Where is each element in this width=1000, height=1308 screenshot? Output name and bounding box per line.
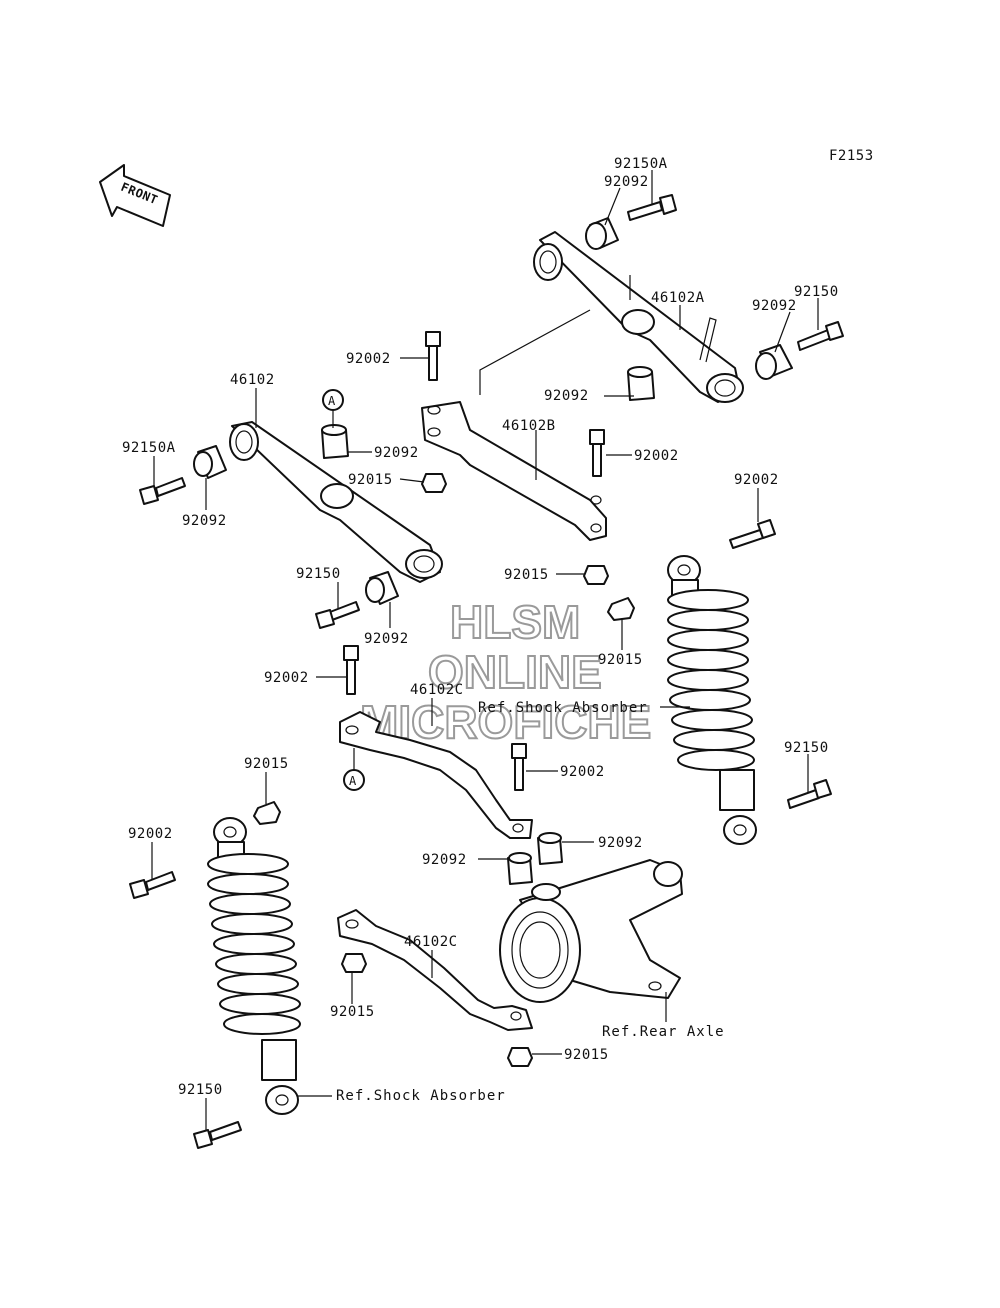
- label-92092-b: 92092: [374, 445, 419, 461]
- label-92002-c: 92002: [734, 472, 779, 488]
- nut-92015-d: [253, 801, 281, 825]
- label-46102: 46102: [230, 372, 275, 388]
- callout-a-top-text: A: [328, 394, 336, 408]
- front-arrow-icon: FRONT: [99, 164, 171, 227]
- bolt-92150-right: [797, 321, 844, 351]
- bracket-46102C-bottom: [337, 909, 533, 1031]
- bolt-92150-ls: [193, 1121, 242, 1149]
- shock-absorber-left: [207, 817, 301, 1115]
- figure-code: F2153: [829, 148, 874, 164]
- watermark: HLSM ONLINE MICROFICHE: [359, 595, 652, 749]
- label-92092-top: 92092: [604, 174, 649, 190]
- bolt-92150A-top: [627, 194, 677, 221]
- bolt-92002-f: [129, 871, 176, 899]
- label-92015-d: 92015: [244, 756, 289, 772]
- bolt-92150-rs: [787, 779, 832, 809]
- label-92002-d: 92002: [264, 670, 309, 686]
- bushing-92092-right: [755, 344, 793, 380]
- bushing-92092-left: [193, 445, 227, 479]
- ref-rear-axle: Ref.Rear Axle: [602, 1024, 725, 1040]
- label-92015-e: 92015: [330, 1004, 375, 1020]
- label-92150-mid: 92150: [296, 566, 341, 582]
- bushing-92092-e: [537, 832, 563, 865]
- arm-46102A: [533, 231, 744, 403]
- label-46102A: 46102A: [651, 290, 705, 306]
- ref-shock-absorber-right: Ref.Shock Absorber: [478, 700, 648, 716]
- label-92150A-top: 92150A: [614, 156, 668, 172]
- nut-92015-a: [421, 473, 447, 493]
- label-92015-f: 92015: [564, 1047, 609, 1063]
- bolt-92150A-left: [139, 477, 186, 505]
- bolt-92002-c: [729, 519, 776, 549]
- label-92092-d: 92092: [422, 852, 467, 868]
- nut-92015-e: [341, 953, 367, 973]
- bushing-92092-top: [585, 217, 619, 250]
- watermark-line-1: HLSM: [450, 596, 580, 648]
- label-92002-f: 92002: [128, 826, 173, 842]
- bolt-92002-d: [343, 645, 359, 695]
- nut-92015-f: [507, 1047, 533, 1067]
- bolt-92002-b: [589, 429, 605, 477]
- label-46102C-bottom: 46102C: [404, 934, 458, 950]
- label-92150-ls: 92150: [178, 1082, 223, 1098]
- bracket-46102C-top: [339, 711, 533, 839]
- label-92015-b: 92015: [504, 567, 549, 583]
- label-92092-mid: 92092: [544, 388, 589, 404]
- label-92150-rs: 92150: [784, 740, 829, 756]
- label-46102C-top: 46102C: [410, 682, 464, 698]
- spring-right: [667, 589, 755, 771]
- label-92150A-left: 92150A: [122, 440, 176, 456]
- ref-shock-absorber-left: Ref.Shock Absorber: [336, 1088, 506, 1104]
- label-92015-c: 92015: [598, 652, 643, 668]
- nut-92015-b: [583, 565, 609, 585]
- bushing-92092-mid: [321, 424, 349, 459]
- label-92092-c: 92092: [364, 631, 409, 647]
- shock-absorber-right: [667, 555, 757, 845]
- callout-a-top: A: [322, 389, 344, 428]
- label-92015-a: 92015: [348, 472, 393, 488]
- label-92002-b: 92002: [634, 448, 679, 464]
- label-92092-left: 92092: [182, 513, 227, 529]
- bushing-92092-under-arm: [627, 366, 655, 401]
- watermark-line-2: ONLINE: [428, 646, 602, 698]
- bolt-92150-mid: [315, 601, 360, 629]
- callout-a-bottom-text: A: [349, 774, 357, 788]
- label-92002-a: 92002: [346, 351, 391, 367]
- label-92002-e: 92002: [560, 764, 605, 780]
- callout-a-bottom: A: [343, 748, 365, 791]
- rear-axle-housing: [499, 859, 683, 1003]
- bolt-92002-a: [425, 331, 441, 381]
- leader-lines: [151, 170, 819, 1130]
- link-46102B: [421, 309, 607, 541]
- bolt-92002-e: [511, 743, 527, 791]
- label-46102B: 46102B: [502, 418, 556, 434]
- label-92150-right: 92150: [794, 284, 839, 300]
- bushing-92092-lower: [365, 571, 399, 605]
- label-92092-e: 92092: [598, 835, 643, 851]
- nut-92015-c: [607, 597, 635, 621]
- arm-46102: [229, 421, 443, 583]
- label-92092-right: 92092: [752, 298, 797, 314]
- spring-left: [207, 853, 301, 1035]
- bushing-92092-d: [507, 852, 533, 885]
